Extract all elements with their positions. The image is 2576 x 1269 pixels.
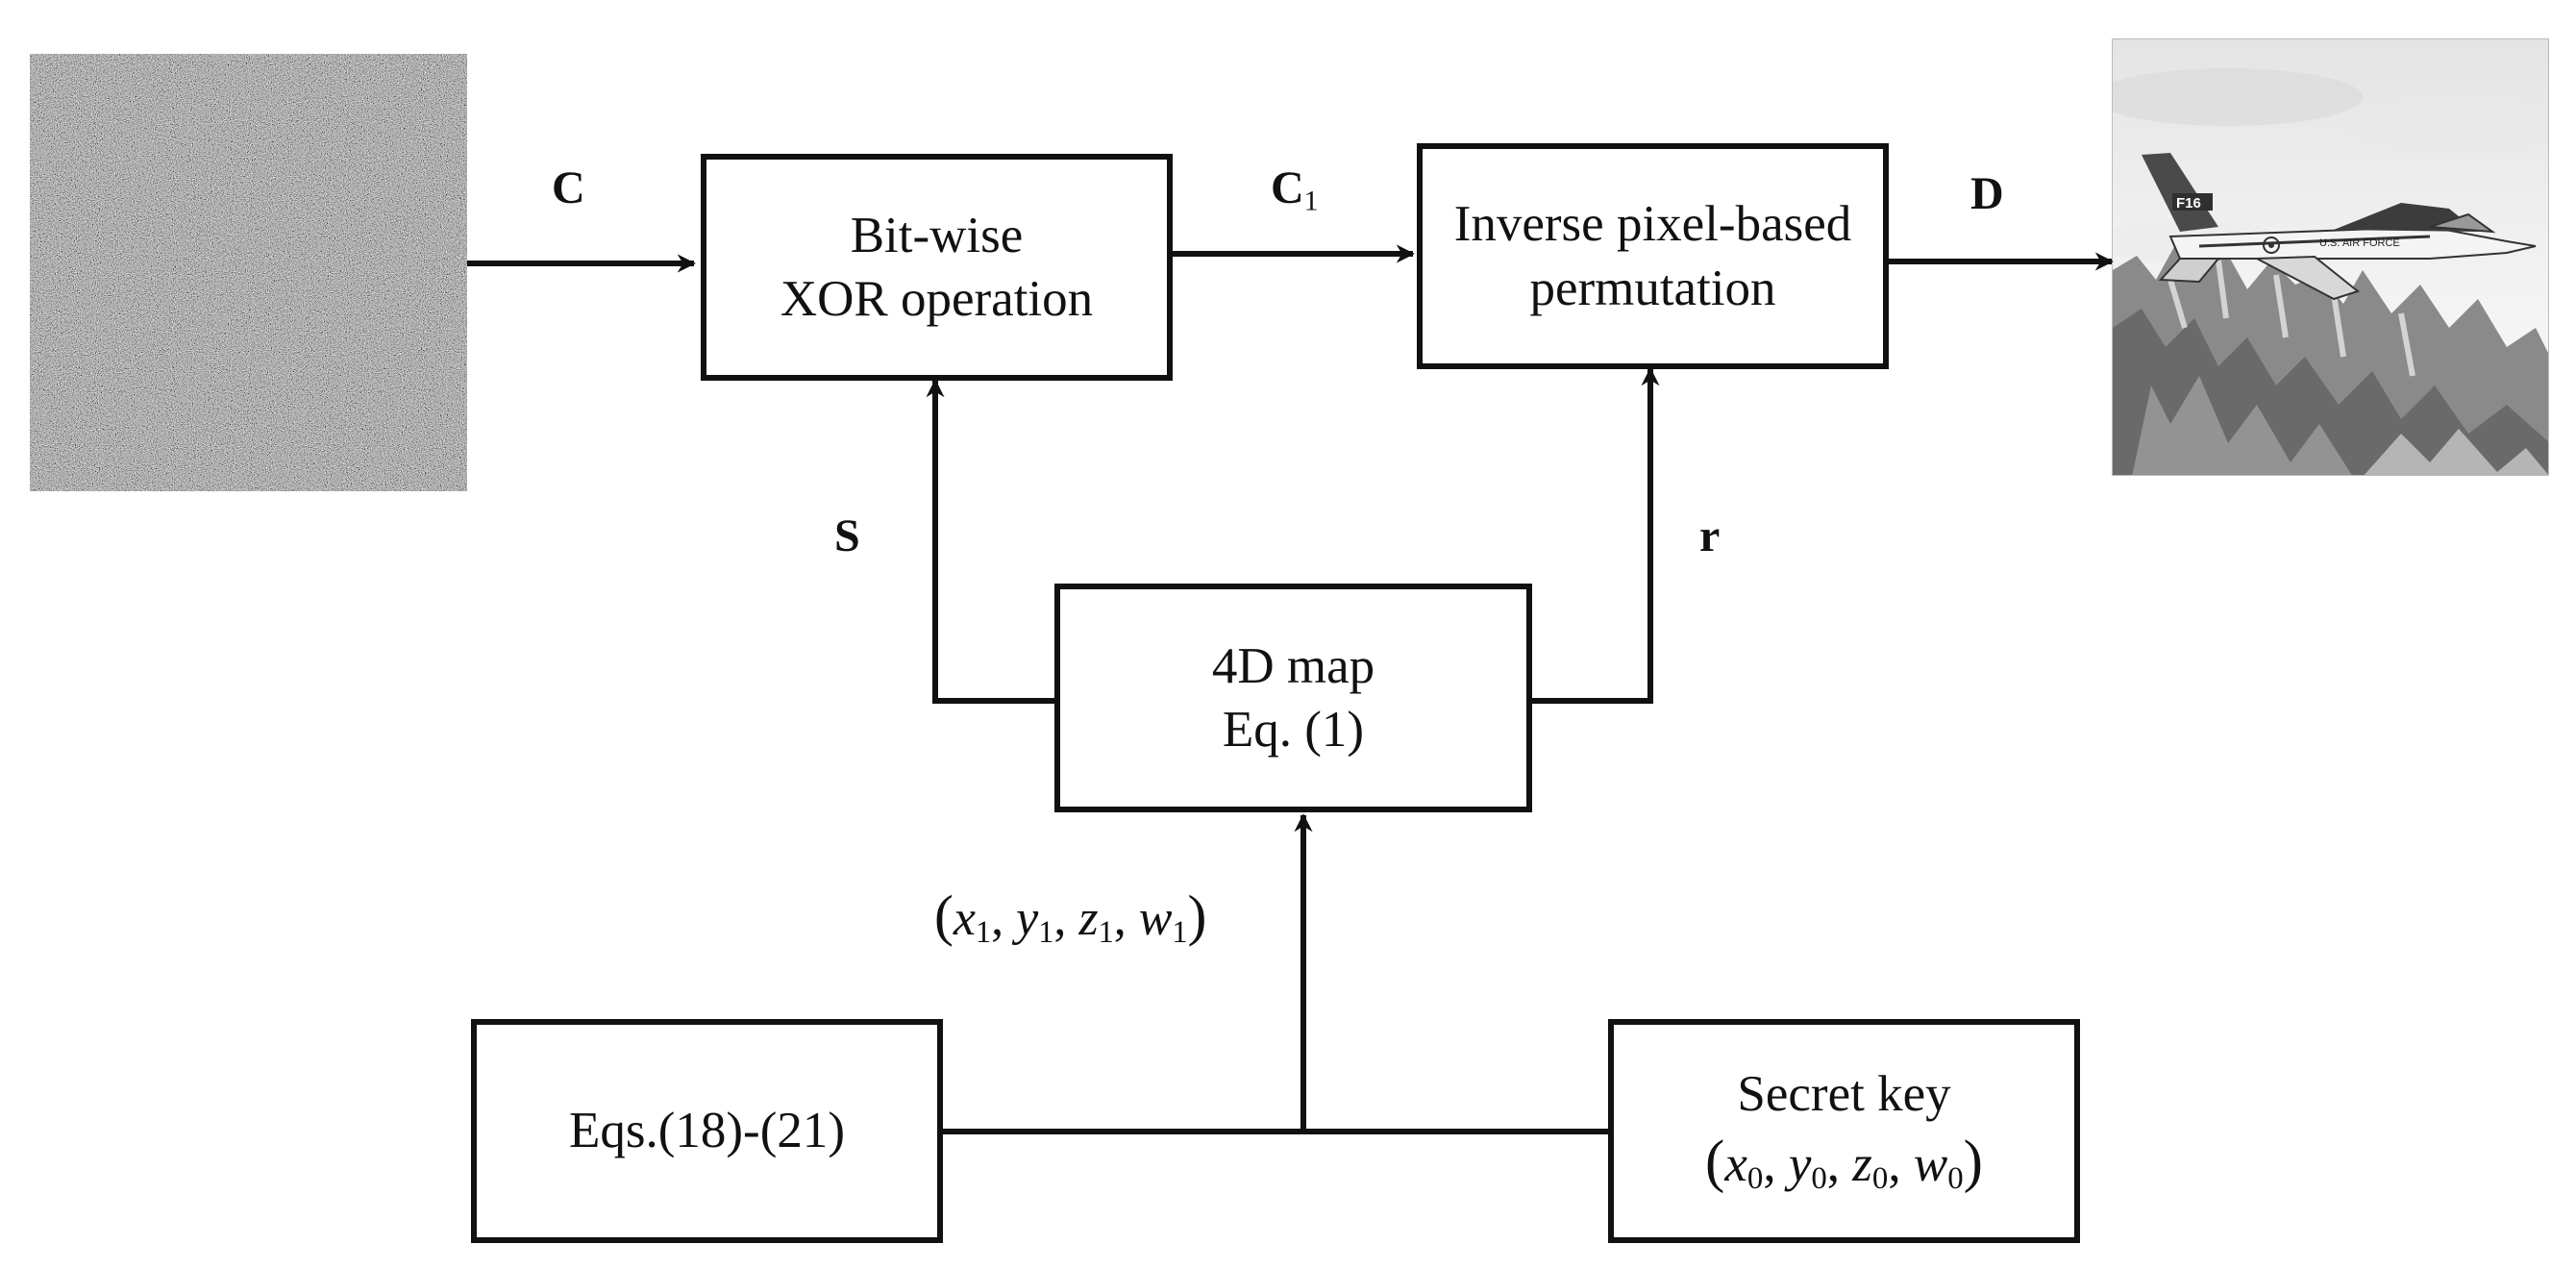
perm-line2: permutation bbox=[1529, 260, 1776, 316]
permutation-box: Inverse pixel-based permutation bbox=[1417, 143, 1889, 369]
arrow-s bbox=[926, 379, 1056, 704]
label-initial-values: (x1, y1, z1, w1) bbox=[934, 883, 1207, 950]
arrow-r bbox=[1530, 367, 1660, 704]
key-vars: (x0, y0, z0, w0) bbox=[1705, 1130, 1983, 1197]
aircraft-marking: U.S. AIR FORCE bbox=[2319, 237, 2400, 249]
key-line1: Secret key bbox=[1737, 1066, 1951, 1123]
map4d-line1: 4D map bbox=[1211, 637, 1375, 694]
label-c: C bbox=[552, 162, 585, 213]
cipher-noise-image bbox=[30, 54, 467, 491]
map4d-box: 4D map Eq. (1) bbox=[1054, 584, 1532, 812]
eqs-box: Eqs.(18)-(21) bbox=[471, 1019, 943, 1243]
noise-pattern bbox=[30, 54, 467, 491]
perm-line1: Inverse pixel-based bbox=[1453, 196, 1852, 253]
label-r: r bbox=[1699, 510, 1721, 561]
xor-line1: Bit-wise bbox=[850, 207, 1024, 263]
tail-marking: F16 bbox=[2176, 195, 2201, 212]
decrypted-aircraft-image: F16 U.S. AIR FORCE bbox=[2112, 38, 2549, 476]
eqs-line1: Eqs.(18)-(21) bbox=[569, 1103, 845, 1159]
label-c1: C1 bbox=[1271, 162, 1319, 217]
aircraft-picture: F16 U.S. AIR FORCE bbox=[2113, 39, 2548, 475]
xor-line2: XOR operation bbox=[780, 271, 1094, 327]
xor-box: Bit-wise XOR operation bbox=[701, 154, 1173, 381]
map4d-line2: Eq. (1) bbox=[1222, 702, 1365, 758]
label-s: S bbox=[834, 510, 860, 561]
secret-key-box: Secret key (x0, y0, z0, w0) bbox=[1608, 1019, 2080, 1243]
label-d: D bbox=[1970, 168, 2004, 219]
